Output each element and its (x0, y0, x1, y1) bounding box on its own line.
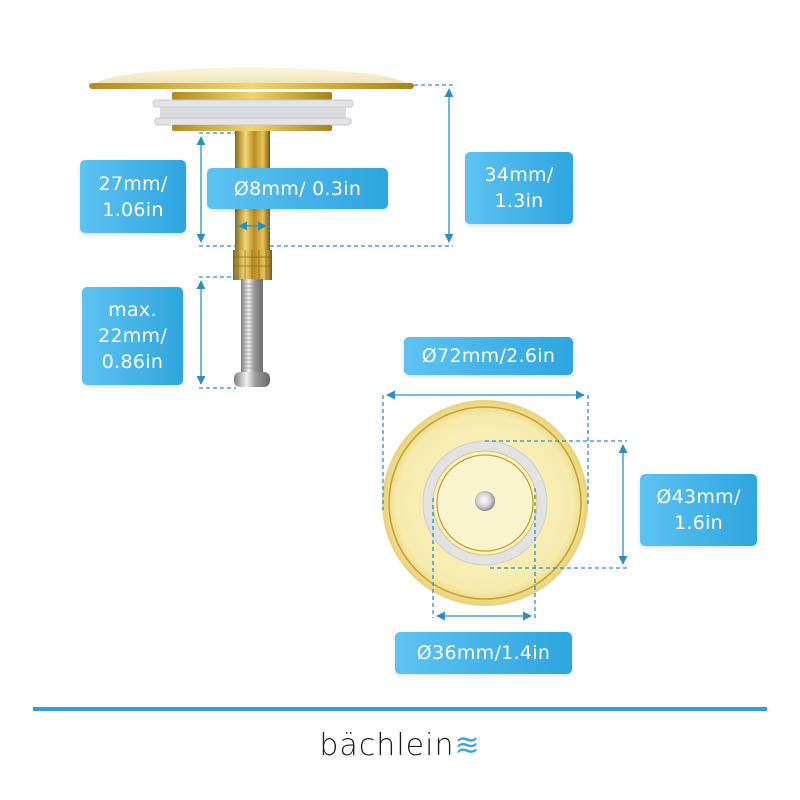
label-bolt-length-mm: 22mm/ (97, 325, 168, 347)
label-seal-diameter-in: 1.6in (673, 512, 724, 534)
threaded-bolt (241, 279, 263, 375)
label-stem-height-in: 1.06in (102, 198, 164, 221)
label-seal-diameter: Ø43mm/ 1.6in (640, 474, 757, 546)
label-inner-diameter: Ø36mm/1.4in (395, 632, 572, 674)
side-dimension-lines (196, 84, 454, 389)
cap-rim (89, 83, 414, 89)
label-inner-diameter-text: Ø36mm/1.4in (416, 642, 551, 664)
waves-icon: ≋ (454, 728, 481, 763)
side-view-plug (89, 67, 414, 387)
cap-top (95, 67, 408, 84)
label-bolt-length-in: 0.86in (101, 351, 164, 373)
gasket-body (160, 106, 346, 120)
label-total-height-in: 1.3in (494, 190, 544, 212)
brand-name: bächlein (319, 728, 455, 763)
label-bolt-length: max. 22mm/ 0.86in (82, 287, 183, 385)
label-seal-diameter-mm: Ø43mm/ (656, 486, 741, 508)
label-bolt-length-prefix: max. (108, 299, 157, 321)
brand-logo: bächlein≋ (0, 728, 800, 763)
center-pin (475, 491, 495, 511)
gasket-top (152, 99, 354, 108)
divider-line (33, 707, 767, 711)
label-stem-diameter: Ø8mm/ 0.3in (207, 168, 388, 209)
label-stem-diameter-text: Ø8mm/ 0.3in (233, 177, 362, 200)
label-stem-height-mm: 27mm/ (98, 172, 168, 195)
gasket-bottom (154, 117, 352, 126)
label-stem-height: 27mm/ 1.06in (80, 160, 186, 233)
top-dimension-lines (382, 390, 628, 621)
label-cap-diameter-text: Ø72mm/2.6in (421, 345, 556, 367)
label-total-height: 34mm/ 1.3in (465, 152, 573, 224)
label-cap-diameter: Ø72mm/2.6in (404, 337, 573, 375)
top-view-plug (382, 400, 588, 606)
bolt-head (234, 372, 270, 387)
label-total-height-mm: 34mm/ (484, 164, 554, 186)
